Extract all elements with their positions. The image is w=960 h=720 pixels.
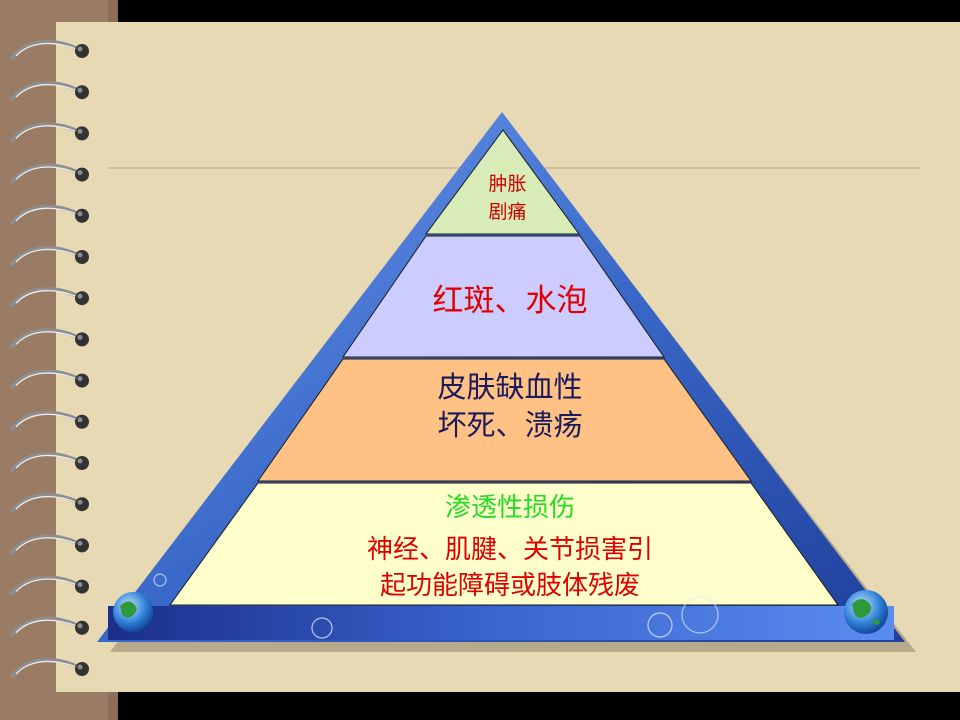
bubble-decoration [311,617,333,639]
spiral-ring [10,287,89,308]
tier-third-line-2: 坏死、溃疡 [437,408,583,442]
spiral-ring [10,534,89,555]
bubble-decoration [153,573,167,587]
tier-bottom-shape [169,482,839,606]
tier-third-label: 皮肤缺血性 坏死、溃疡 [300,368,720,444]
spiral-binding [10,40,89,678]
spiral-ring [10,204,89,225]
spiral-ring [10,452,89,472]
tier-second-line-1: 红斑、水泡 [432,283,588,319]
spiral-ring [10,575,89,596]
tier-third-shape [257,358,752,482]
spiral-ring [10,493,89,514]
tier-bottom-line-2: 神经、肌腱、关节损害引 [366,535,653,565]
tier-bottom-line-1: 渗透性损伤 [444,493,575,523]
spiral-ring [10,410,89,431]
spiral-ring [10,40,89,60]
spiral-ring [10,369,89,390]
spiral-ring [10,81,89,102]
tier-top-shape [425,129,580,235]
tier-second-shape [342,235,665,358]
tier-bottom-line-3: 起功能障碍或肢体残废 [379,571,640,601]
globe-icon [844,590,888,634]
bubble-decoration [647,612,673,638]
tier-top-line-2: 剧痛 [488,201,527,223]
tier-second-label: 红斑、水泡 [330,278,690,324]
spiral-ring [10,658,89,678]
tier-top-line-1: 肿胀 [488,173,527,195]
spiral-ring [10,163,89,184]
spiral-ring [10,616,89,637]
tier-third-line-1: 皮肤缺血性 [437,370,583,404]
bubble-decoration [681,596,719,634]
spiral-ring [10,122,89,143]
globe-icon [113,592,153,632]
spiral-ring [10,246,89,266]
spiral-ring [10,328,89,349]
pyramid-base-band [108,606,894,640]
tier-top-label: 肿胀 剧痛 [450,170,565,226]
